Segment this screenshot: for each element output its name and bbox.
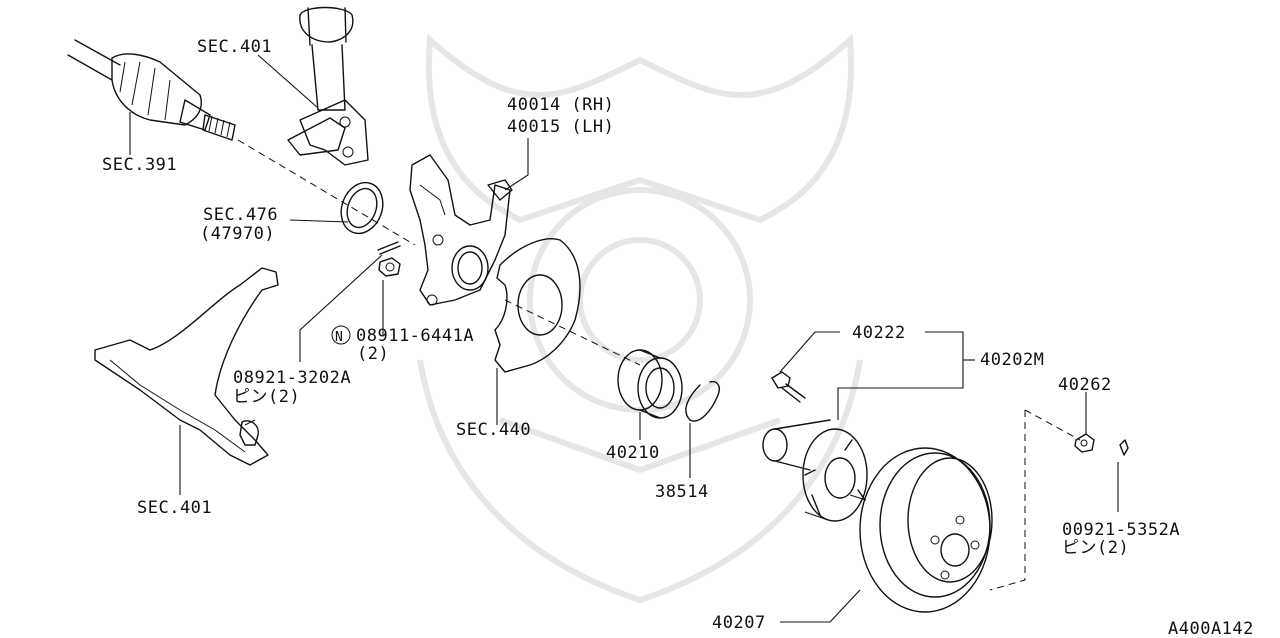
lower-control-arm[interactable] — [94, 267, 279, 466]
sensor-ring[interactable] — [334, 177, 389, 240]
dust-shield[interactable] — [494, 238, 581, 373]
label-38514: 38514 — [655, 482, 709, 502]
steering-knuckle[interactable] — [409, 154, 513, 306]
label-40014: 40014 (RH) — [507, 95, 614, 115]
label-40202M: 40202M — [980, 350, 1044, 370]
label-nut-symbol: N — [335, 330, 343, 345]
label-00921-sub: ピン(2) — [1062, 538, 1129, 558]
label-00921: 00921-5352A — [1062, 520, 1180, 540]
brake-rotor[interactable] — [859, 447, 993, 613]
label-40015: 40015 (LH) — [507, 117, 614, 137]
snap-ring[interactable] — [685, 380, 720, 422]
label-sec401-top: SEC.401 — [197, 37, 272, 57]
label-40210: 40210 — [606, 443, 660, 463]
strut-assembly[interactable] — [287, 6, 369, 166]
label-08921: 08921-3202A — [233, 368, 351, 388]
label-40262: 40262 — [1058, 375, 1112, 395]
label-08911-qty: (2) — [357, 344, 389, 364]
label-08921-sub: ピン(2) — [233, 387, 300, 407]
label-40207: 40207 — [712, 613, 766, 633]
drive-shaft[interactable] — [67, 39, 236, 141]
nut-08911[interactable] — [378, 257, 401, 277]
label-sec440: SEC.440 — [456, 420, 531, 440]
wheel-bearing[interactable] — [617, 349, 683, 419]
cotter-pin-00921[interactable] — [1119, 439, 1129, 456]
leader-lines — [129, 54, 1119, 623]
hub-bolt[interactable] — [771, 371, 806, 403]
label-sec476-sub: (47970) — [200, 224, 275, 244]
label-40222: 40222 — [852, 323, 906, 343]
label-sec401-bottom: SEC.401 — [137, 498, 212, 518]
part-labels: SEC.401 SEC.391 SEC.476 (47970) 40014 (R… — [102, 37, 1254, 638]
label-sec391: SEC.391 — [102, 155, 177, 175]
assembly-centerlines — [237, 139, 1081, 591]
label-08911: 08911-6441A — [356, 326, 474, 346]
cotter-pin-08921[interactable] — [377, 241, 401, 255]
wheel-hub[interactable] — [762, 419, 868, 522]
nut-symbol-icon — [331, 325, 351, 345]
label-sec476: SEC.476 — [203, 205, 278, 225]
nut-40262[interactable] — [1074, 433, 1095, 453]
diagram-code: A400A142 — [1168, 619, 1254, 638]
watermark-emblem — [417, 33, 863, 604]
